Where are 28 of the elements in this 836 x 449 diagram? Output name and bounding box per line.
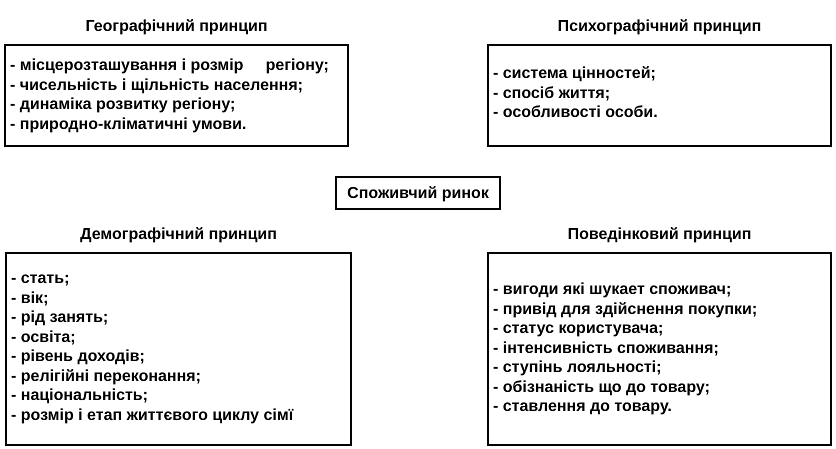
list-item: - вигоди які шукает споживач; (493, 280, 732, 300)
panel-heading: Поведінковий принцип (568, 224, 752, 244)
list-item: - вік; (11, 288, 48, 308)
list-item: - релігійні переконання; (11, 366, 201, 386)
panel-heading: Психографічний принцип (558, 16, 762, 36)
list-item: - стать; (11, 269, 70, 288)
box-title: Споживчий ринок (347, 184, 489, 202)
list-item: - статус користувача; (493, 319, 664, 338)
list-item: - місцерозташування і розмір регіону; (10, 56, 329, 76)
list-item: - рід занять; (11, 308, 108, 328)
list-item: - спосіб життя; (493, 84, 610, 103)
list-item: - особливості особи. (493, 103, 658, 122)
list-item: - інтенсивність споживання; (493, 338, 719, 358)
list-item: - розмір і етап життєвого циклу сімї (11, 406, 294, 425)
list-item: - ставлення до товару. (493, 397, 672, 416)
list-item: - обізнаність що до товару; (493, 378, 710, 397)
panel-heading: Демографічний принцип (80, 224, 277, 244)
list-item: - національність; (11, 386, 148, 406)
list-item: - природно-кліматичні умови. (10, 114, 246, 134)
list-item: - освіта; (11, 328, 76, 347)
list-item: - динаміка розвитку регіону; (10, 95, 236, 114)
list-item: - чисельність і щільність населення; (10, 76, 303, 95)
list-item: - привід для здійснення покупки; (493, 300, 758, 319)
panel-heading: Географічний принцип (85, 16, 268, 36)
list-item: - система цінностей; (493, 64, 656, 84)
title-box (335, 176, 501, 210)
list-item: - рівень доходів; (11, 347, 145, 366)
list-item: - ступінь лояльності; (493, 358, 662, 378)
